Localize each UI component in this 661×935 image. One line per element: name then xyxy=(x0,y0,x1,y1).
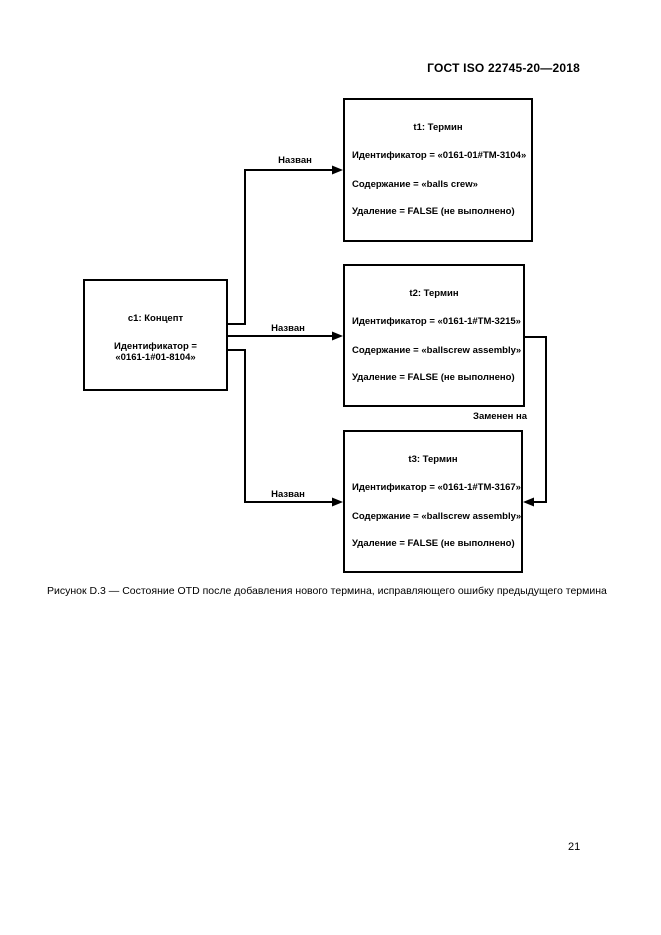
edge-label-named-t2: Назван xyxy=(268,323,308,334)
arrow-named-t1-head xyxy=(332,165,343,175)
term-t1-deletion: Удаление = FALSE (не выполнено) xyxy=(352,206,515,217)
arrow-named-t2-head xyxy=(332,331,343,341)
arrow-named-t1-line xyxy=(227,169,333,325)
edge-label-replaced-by: Заменен на xyxy=(472,411,528,422)
term-t1-title: t1: Термин xyxy=(413,122,463,133)
concept-identifier-label: Идентификатор = xyxy=(114,341,197,352)
term-t3-content: Содержание = «ballscrew assembly» xyxy=(352,511,522,522)
arrow-replaced-by-head xyxy=(523,497,534,507)
term-t2-content: Содержание = «ballscrew assembly» xyxy=(352,345,522,356)
arrow-named-t3-head xyxy=(332,497,343,507)
term-t2-title: t2: Термин xyxy=(409,288,459,299)
term-t2-deletion: Удаление = FALSE (не выполнено) xyxy=(352,372,515,383)
term-box-t3: t3: Термин Идентификатор = «0161-1#TM-31… xyxy=(343,430,523,573)
term-t2-identifier: Идентификатор = «0161-1#TM-3215» xyxy=(352,316,521,327)
term-t3-identifier: Идентификатор = «0161-1#TM-3167» xyxy=(352,482,521,493)
concept-box-title: с1: Концепт xyxy=(127,313,184,324)
concept-box-c1: с1: Концепт Идентификатор = «0161-1#01-8… xyxy=(83,279,228,391)
term-t3-title: t3: Термин xyxy=(408,454,458,465)
arrow-named-t3-line xyxy=(227,349,333,503)
term-t1-content: Содержание = «balls crew» xyxy=(352,179,478,190)
term-t3-deletion: Удаление = FALSE (не выполнено) xyxy=(352,538,515,549)
arrow-replaced-by-line xyxy=(525,336,547,503)
edge-label-named-t1: Назван xyxy=(272,155,318,166)
term-t1-identifier: Идентификатор = «0161-01#TM-3104» xyxy=(352,150,527,161)
edge-label-named-t3: Назван xyxy=(268,489,308,500)
figure-caption: Рисунок D.3 — Состояние OTD после добавл… xyxy=(47,585,607,597)
term-box-t1: t1: Термин Идентификатор = «0161-01#TM-3… xyxy=(343,98,533,242)
term-box-t2: t2: Термин Идентификатор = «0161-1#TM-32… xyxy=(343,264,525,407)
page-number: 21 xyxy=(568,841,581,853)
document-header-code: ГОСТ ISO 22745-20—2018 xyxy=(427,61,580,75)
concept-identifier-value: «0161-1#01-8104» xyxy=(115,352,196,363)
